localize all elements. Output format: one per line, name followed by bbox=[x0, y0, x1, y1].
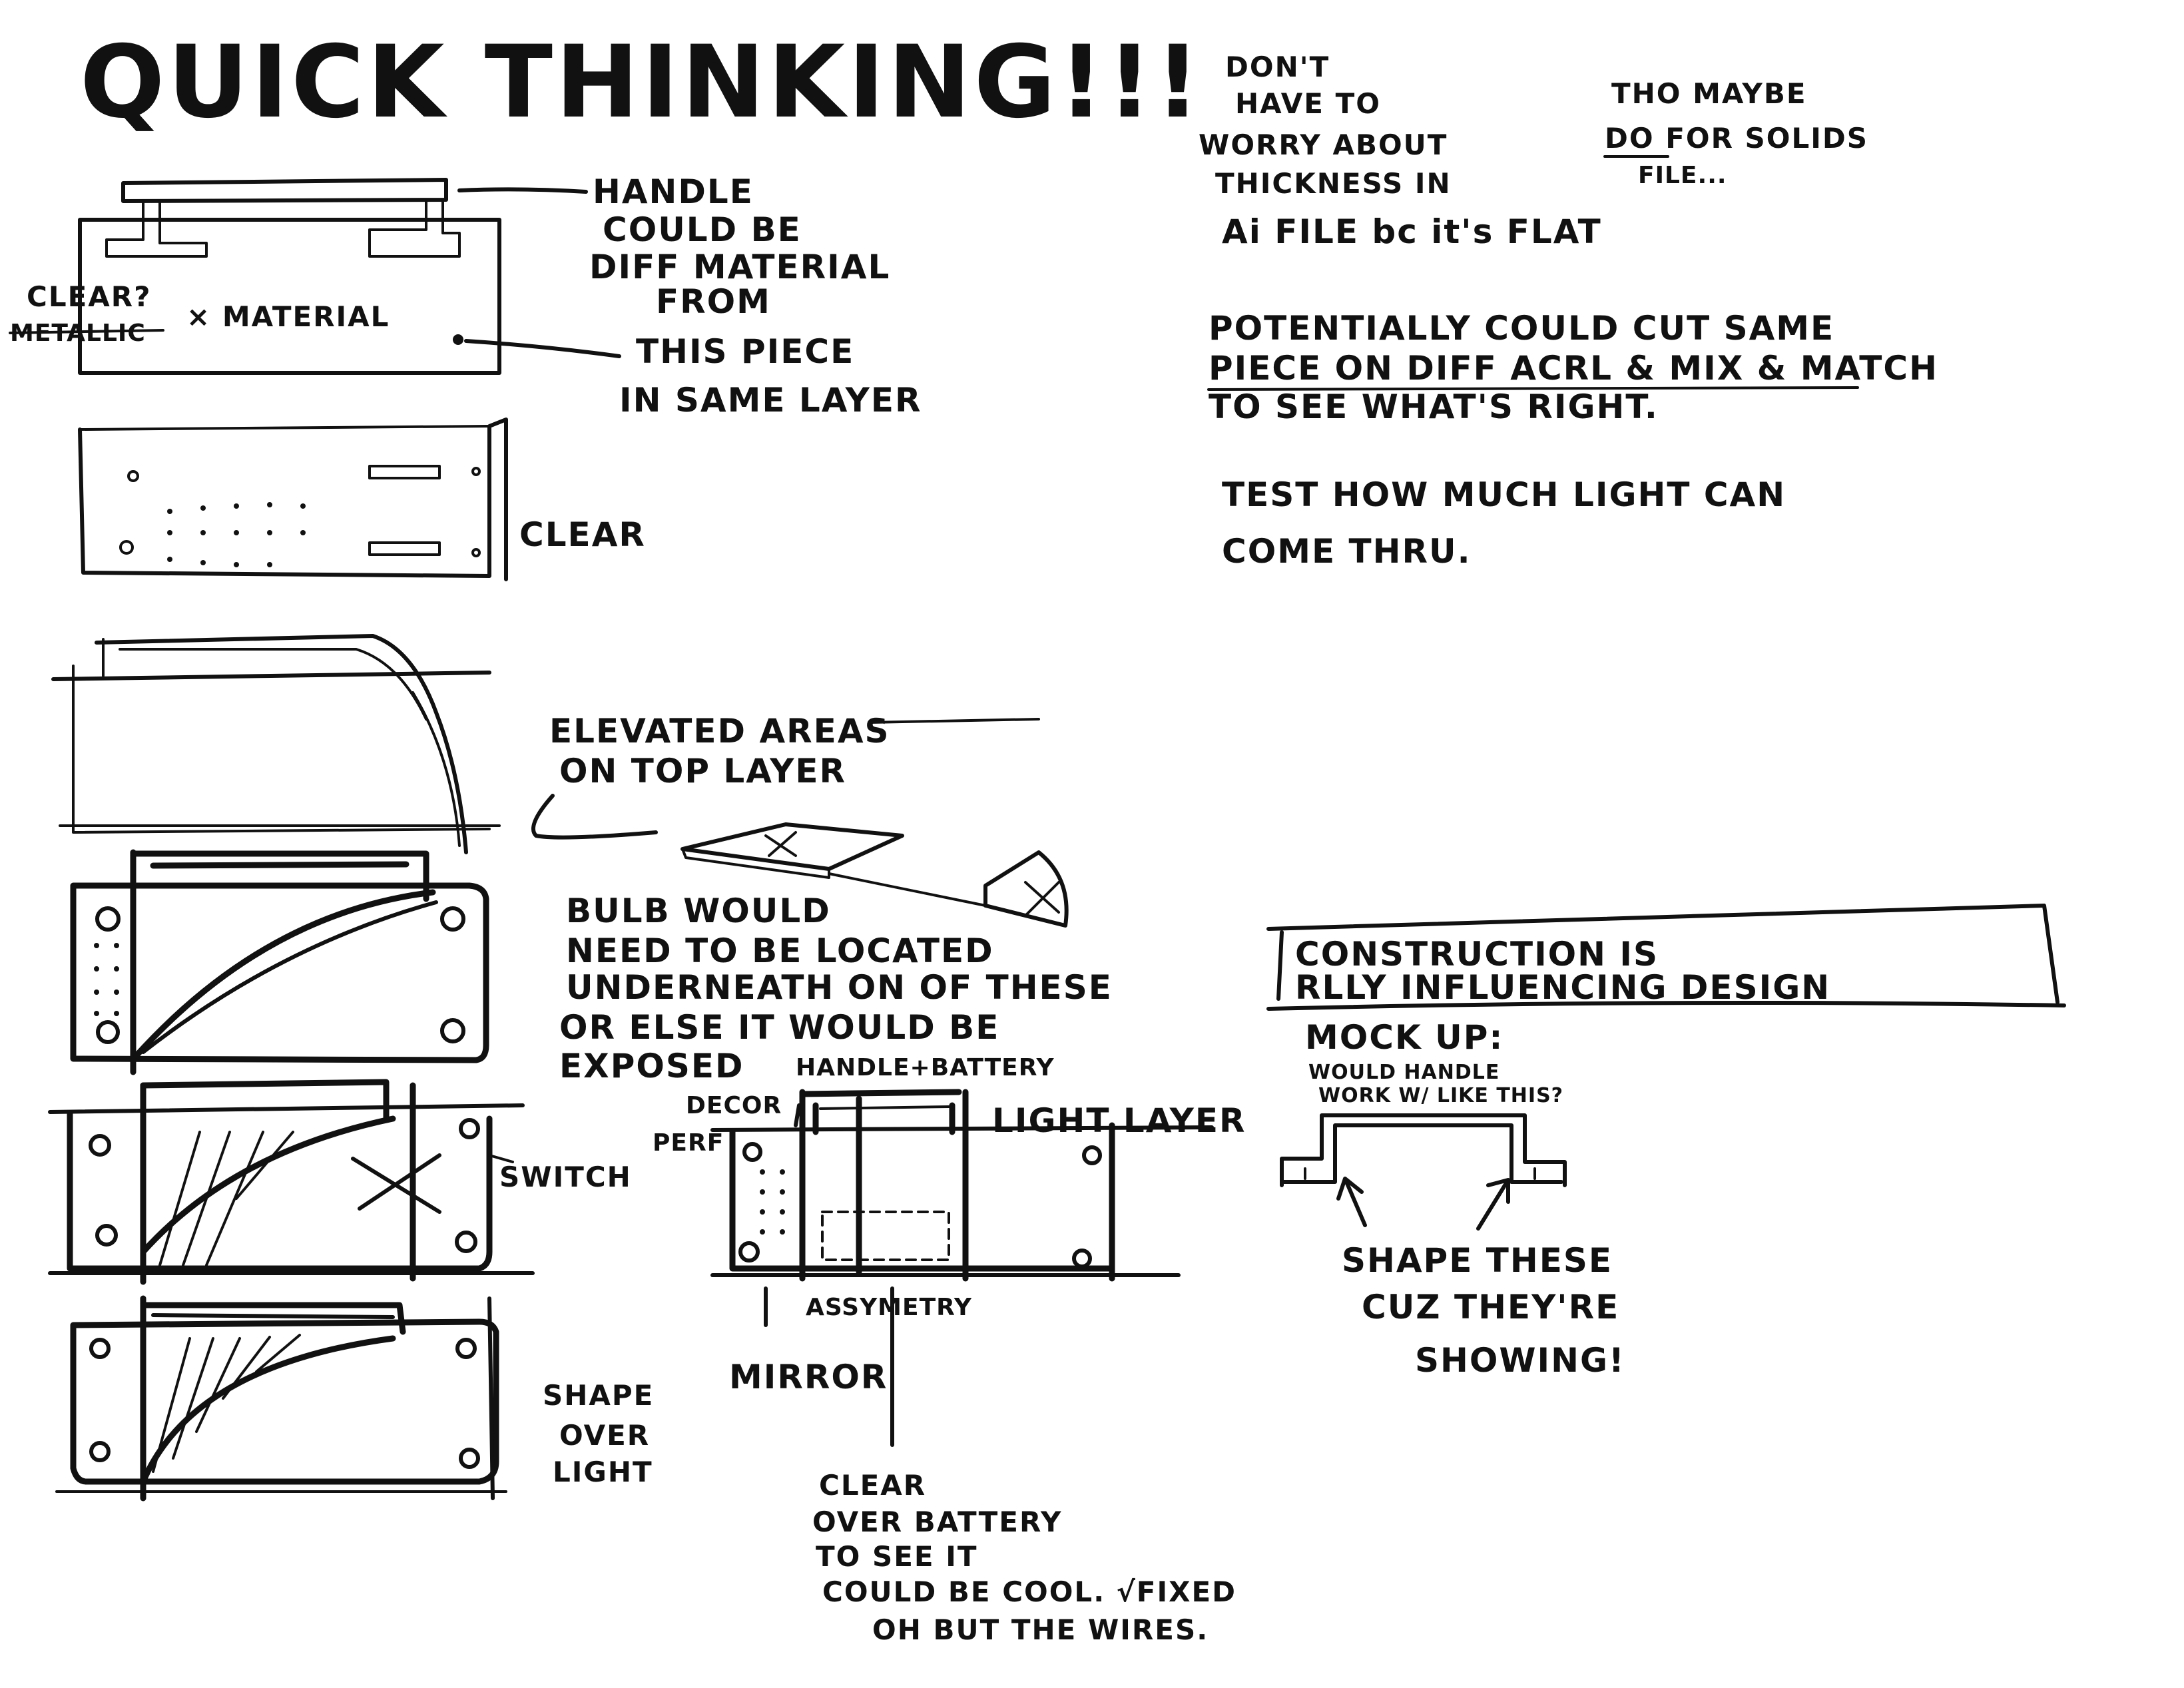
note-bulb-5: EXPOSED bbox=[559, 1047, 744, 1085]
note-handle-6: IN SAME LAYER bbox=[619, 381, 922, 420]
note-decor: DECOR bbox=[686, 1092, 782, 1119]
note-solids-2: DO FOR SOLIDS bbox=[1605, 122, 1868, 154]
note-mockup: MOCK UP: bbox=[1305, 1018, 1503, 1057]
note-light-1: TEST HOW MUCH LIGHT CAN bbox=[1222, 475, 1786, 514]
note-cut-1: POTENTIALLY COULD CUT SAME bbox=[1209, 309, 1834, 348]
note-cut-2: PIECE ON DIFF ACRL & MIX & MATCH bbox=[1209, 349, 1938, 388]
note-clear-question: CLEAR? bbox=[27, 280, 152, 313]
note-shape-these-1: SHAPE THESE bbox=[1342, 1241, 1613, 1280]
sketch-layered-panel bbox=[73, 852, 486, 1072]
note-perf: PERF bbox=[653, 1129, 724, 1157]
note-clear-battery-4: COULD BE COOL. √FIXED bbox=[822, 1575, 1236, 1608]
sketch-handle-panel bbox=[80, 180, 619, 373]
note-handle-1: HANDLE bbox=[593, 172, 754, 211]
note-light-2: COME THRU. bbox=[1222, 532, 1472, 571]
note-shape-over-light-3: LIGHT bbox=[553, 1456, 653, 1488]
note-elevated-2: ON TOP LAYER bbox=[559, 752, 846, 790]
note-handle-4: FROM bbox=[656, 282, 771, 321]
note-solids-1: THO MAYBE bbox=[1611, 77, 1807, 110]
note-bulb-4: OR ELSE IT WOULD BE bbox=[559, 1008, 999, 1047]
note-bulb-1: BULB WOULD bbox=[566, 892, 831, 930]
note-handle-3: DIFF MATERIAL bbox=[589, 248, 890, 286]
note-thickness-3: WORRY ABOUT bbox=[1199, 129, 1448, 161]
note-mirror: MIRROR bbox=[729, 1358, 888, 1396]
note-shape-these-3: SHOWING! bbox=[1415, 1341, 1625, 1380]
note-shape-over-light-1: SHAPE bbox=[543, 1379, 654, 1412]
sketch-clear-panel bbox=[80, 420, 506, 579]
note-light-layer: LIGHT LAYER bbox=[992, 1101, 1246, 1140]
note-elevated-1: ELEVATED AREAS bbox=[549, 712, 890, 750]
note-thickness-5: Ai FILE bc it's FLAT bbox=[1222, 212, 1602, 251]
note-handle-5: THIS PIECE bbox=[636, 332, 854, 371]
note-clear: CLEAR bbox=[519, 515, 646, 554]
note-solids-3: FILE... bbox=[1638, 162, 1727, 189]
note-material: × MATERIAL bbox=[186, 300, 390, 333]
sketch-curve-layer bbox=[53, 636, 499, 852]
note-asymmetry: ASSYMETRY bbox=[806, 1294, 972, 1321]
note-handle-question-1: WOULD HANDLE bbox=[1308, 1061, 1500, 1084]
note-handle-question-2: WORK W/ LIKE THIS? bbox=[1318, 1084, 1563, 1107]
note-bulb-2: NEED TO BE LOCATED bbox=[566, 932, 994, 970]
note-clear-battery-1: CLEAR bbox=[819, 1469, 926, 1502]
note-construction-2: RLLY INFLUENCING DESIGN bbox=[1295, 968, 1830, 1007]
note-clear-battery-5: OH BUT THE WIRES. bbox=[872, 1613, 1209, 1646]
sketch-mockup-handle bbox=[1282, 1115, 1565, 1229]
sketch-switch-panel bbox=[50, 1082, 533, 1282]
note-shape-these-2: CUZ THEY'RE bbox=[1362, 1288, 1619, 1326]
note-switch: SWITCH bbox=[499, 1161, 632, 1193]
note-thickness-1: DON'T bbox=[1225, 51, 1330, 83]
note-thickness-4: THICKNESS IN bbox=[1215, 167, 1452, 200]
note-handle-battery: HANDLE+BATTERY bbox=[796, 1054, 1055, 1081]
sketch-shape-over-light bbox=[57, 1298, 506, 1498]
page-title: QUICK THINKING!!! bbox=[80, 25, 1203, 141]
note-thickness-2: HAVE TO bbox=[1235, 87, 1381, 120]
note-clear-battery-3: TO SEE IT bbox=[816, 1540, 978, 1573]
note-handle-2: COULD BE bbox=[603, 210, 802, 249]
note-shape-over-light-2: OVER bbox=[559, 1419, 650, 1452]
note-bulb-3: UNDERNEATH ON OF THESE bbox=[566, 968, 1113, 1007]
note-clear-battery-2: OVER BATTERY bbox=[812, 1506, 1062, 1538]
note-cut-3: TO SEE WHAT'S RIGHT. bbox=[1209, 388, 1659, 426]
